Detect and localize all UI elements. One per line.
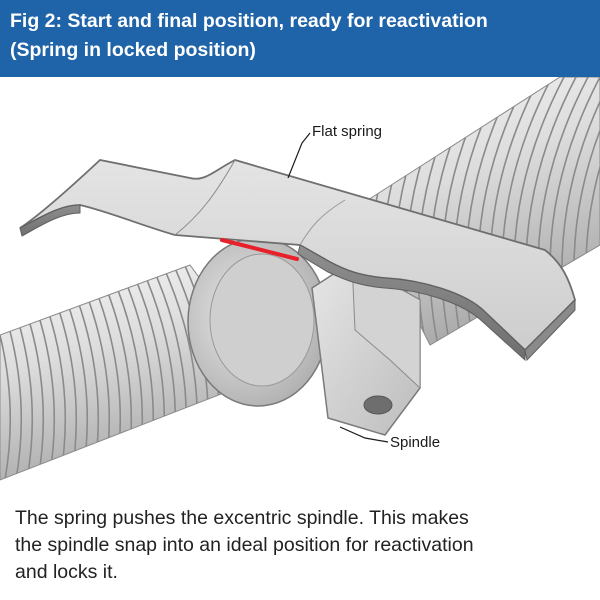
spindle-bore [363, 395, 393, 415]
spindle-nut-side [351, 261, 421, 390]
thread-ridge [0, 265, 12, 480]
figure-title-line-1: Fig 2: Start and final position, ready f… [10, 10, 488, 32]
callout-spindle: Spindle [339, 426, 440, 451]
thread-ridge [0, 265, 23, 480]
illustration-svg: Flat spring Spindle [0, 76, 600, 481]
caption-line-2: the spindle snap into an ideal position … [15, 534, 474, 556]
figure-title-line-2: (Spring in locked position) [10, 39, 256, 61]
figure-caption: The spring pushes the excentric spindle.… [15, 505, 590, 586]
flat-spring [19, 159, 577, 362]
spindle-body [187, 237, 421, 436]
callout-spindle-label: Spindle [390, 434, 440, 451]
contact-highlight [220, 238, 299, 261]
caption-line-3: and locks it. [15, 561, 118, 583]
spring-spindle-illustration: Flat spring Spindle [0, 76, 600, 490]
callout-flat-spring-label: Flat spring [312, 123, 382, 140]
caption-line-1: The spring pushes the excentric spindle.… [15, 507, 469, 529]
spindle-collar-inner [209, 253, 315, 387]
callout-flat-spring: Flat spring [287, 123, 382, 179]
figure-title-banner: Fig 2: Start and final position, ready f… [0, 0, 600, 77]
